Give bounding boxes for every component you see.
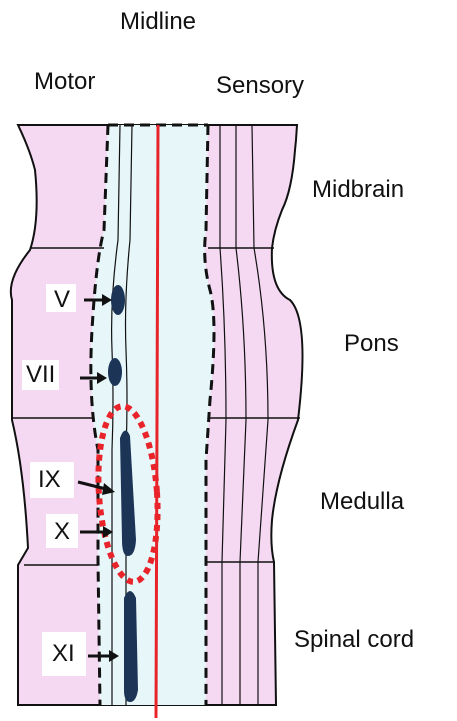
motor-column-line-2 [124, 124, 133, 705]
sensory-label: Sensory [216, 72, 305, 99]
motor-label: Motor [34, 68, 96, 95]
nucleus-vii-shape [108, 358, 122, 386]
motor-column-line-1 [111, 124, 121, 705]
nucleus-v-label: V [46, 284, 76, 312]
arrow-vii [80, 372, 107, 384]
nucleus-xi-label: XI [42, 632, 86, 676]
nucleus-ambiguus-shape [120, 430, 136, 556]
highlight-ellipse [95, 403, 161, 585]
sensory-dashed-border [203, 124, 216, 705]
midbrain-label: Midbrain [312, 176, 405, 203]
motor-dashed-border [89, 124, 110, 706]
nucleus-v-shape [111, 285, 125, 315]
nucleus-xi-shape [124, 591, 138, 702]
sensory-column-line-1 [219, 125, 227, 705]
central-zone [90, 125, 214, 705]
nucleus-ix-label: IX [30, 462, 74, 498]
nucleus-x-label: X [46, 514, 78, 548]
arrow-x [80, 526, 113, 538]
nucleus-vii-label: VII [22, 360, 60, 390]
arrow-v [84, 294, 112, 306]
spinal-cord-label: Spinal cord [294, 626, 415, 653]
midline-red-line [154, 124, 160, 719]
pons-label: Pons [344, 330, 399, 357]
midline-label: Midline [120, 8, 197, 35]
sensory-column-line-2 [235, 125, 247, 705]
arrow-ix [77, 480, 115, 495]
medulla-label: Medulla [320, 488, 405, 515]
arrow-xi [88, 650, 119, 662]
sensory-column-line-3 [251, 124, 269, 705]
